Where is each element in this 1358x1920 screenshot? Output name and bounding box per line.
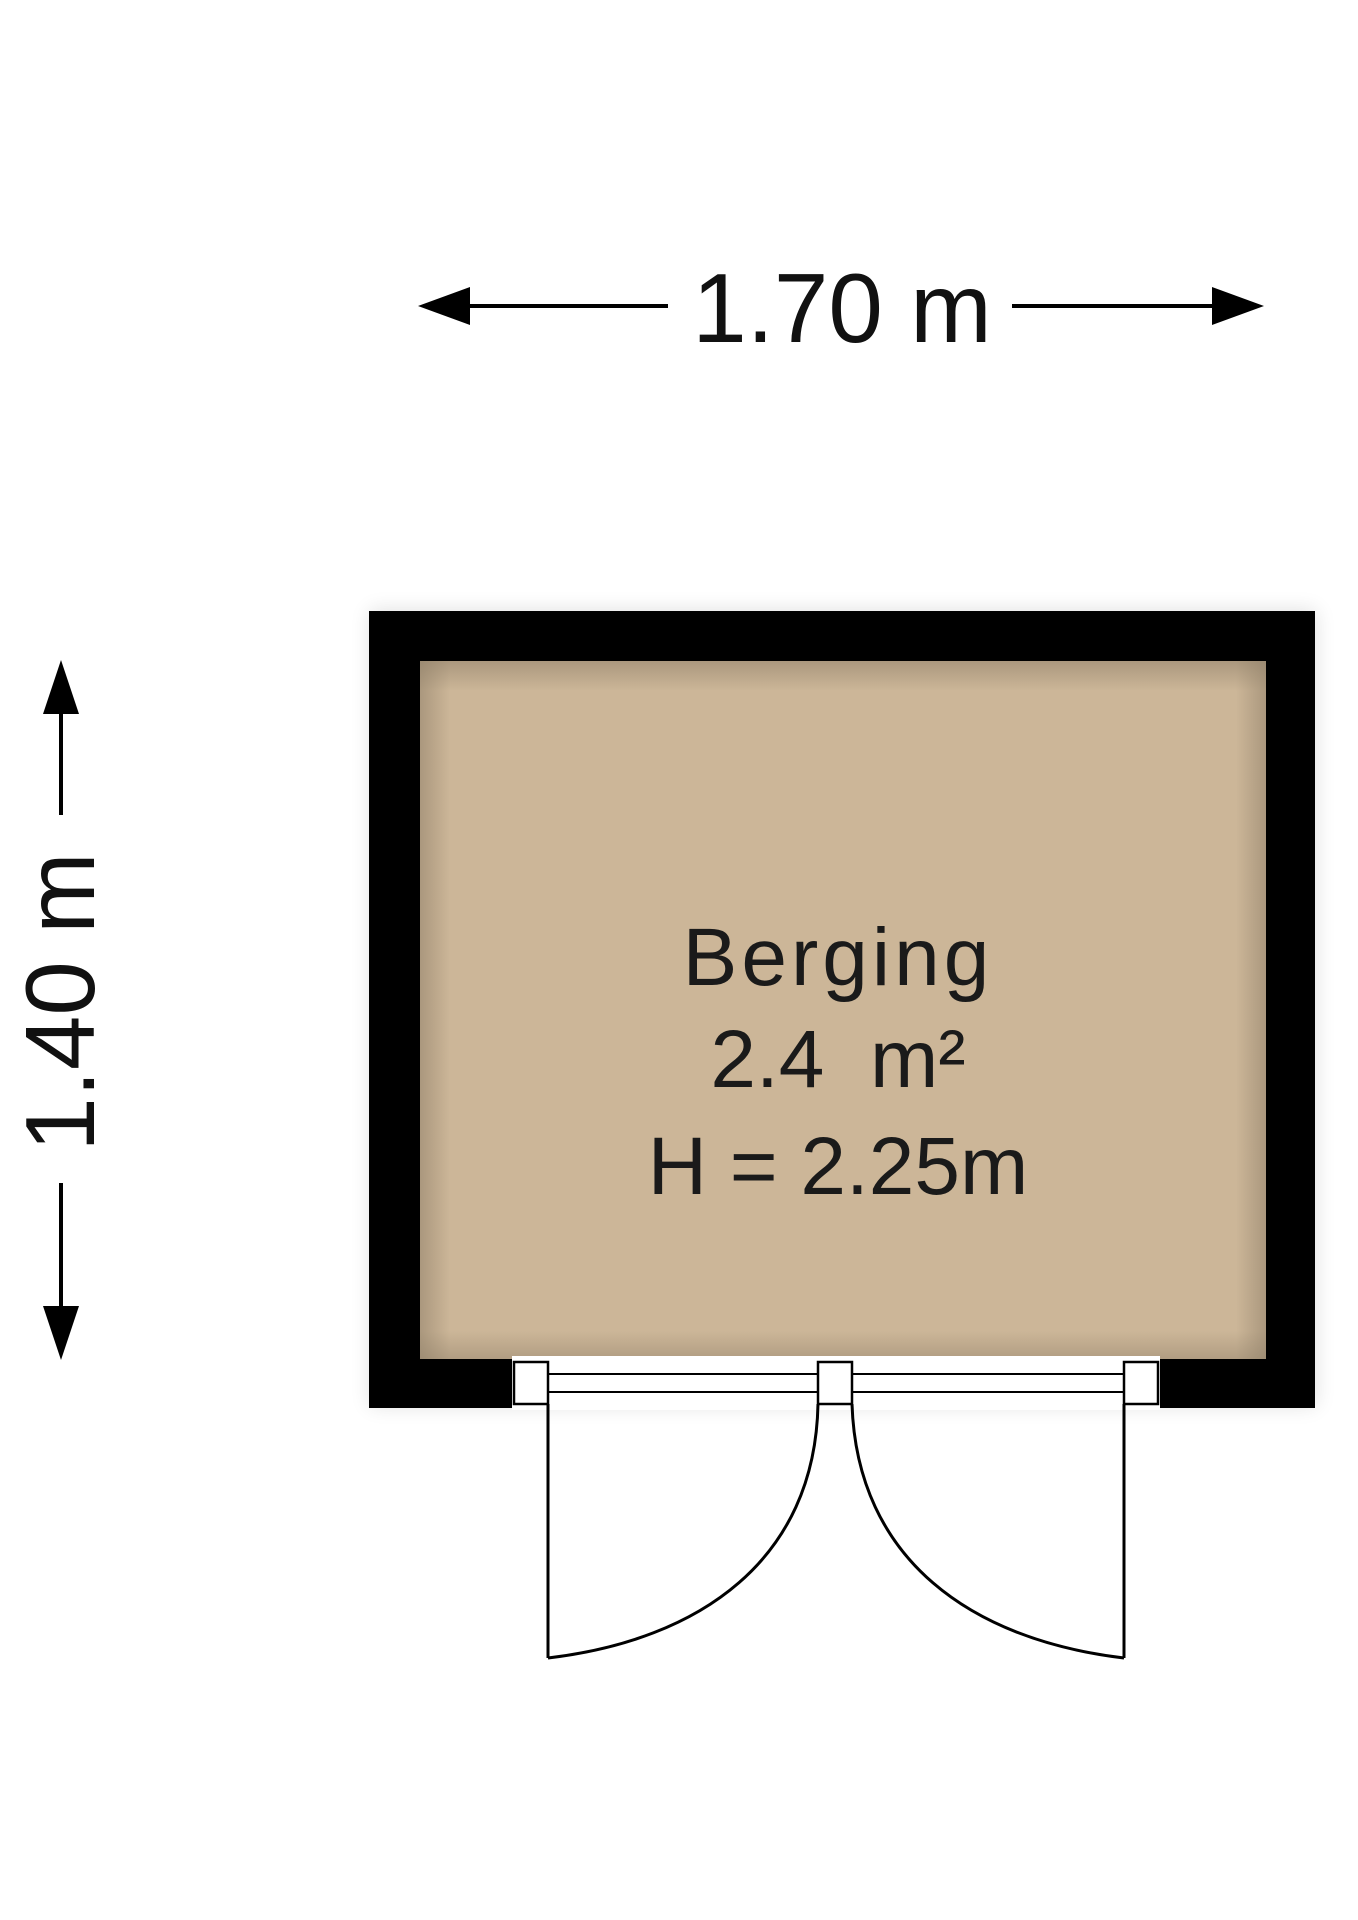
left-door-swing-arc: [547, 1403, 820, 1660]
door-frame-center-post: [816, 1360, 854, 1406]
room-height: H = 2.25m: [648, 1121, 1029, 1212]
floor-shade-right: [1236, 661, 1266, 1359]
room-floor: [420, 661, 1266, 1359]
right-door-swing-arc: [850, 1403, 1125, 1660]
arrow-left-icon: [418, 287, 470, 325]
door-frame-right-jamb: [1122, 1360, 1160, 1406]
arrow-down-icon: [43, 1306, 79, 1360]
width-dimension: 1.70 m: [418, 253, 1264, 363]
floor-shade-top: [420, 661, 1266, 691]
room-area: 2.4 m²: [710, 1014, 965, 1105]
floor-fill: [420, 661, 1266, 1359]
height-dimension-label: 1.40 m: [5, 852, 115, 1152]
floor-shade-bottom: [420, 1331, 1266, 1359]
width-dimension-label: 1.70 m: [692, 253, 992, 363]
room-name: Berging: [683, 912, 994, 1003]
double-door: [512, 1356, 1160, 1660]
arrow-right-icon: [1212, 287, 1264, 325]
door-frame-left-jamb: [512, 1360, 550, 1406]
floor-shade-left: [420, 661, 450, 1359]
height-dimension: 1.40 m: [5, 660, 115, 1360]
room-label: Berging 2.4 m² H = 2.25m: [648, 912, 1029, 1212]
arrow-up-icon: [43, 660, 79, 714]
